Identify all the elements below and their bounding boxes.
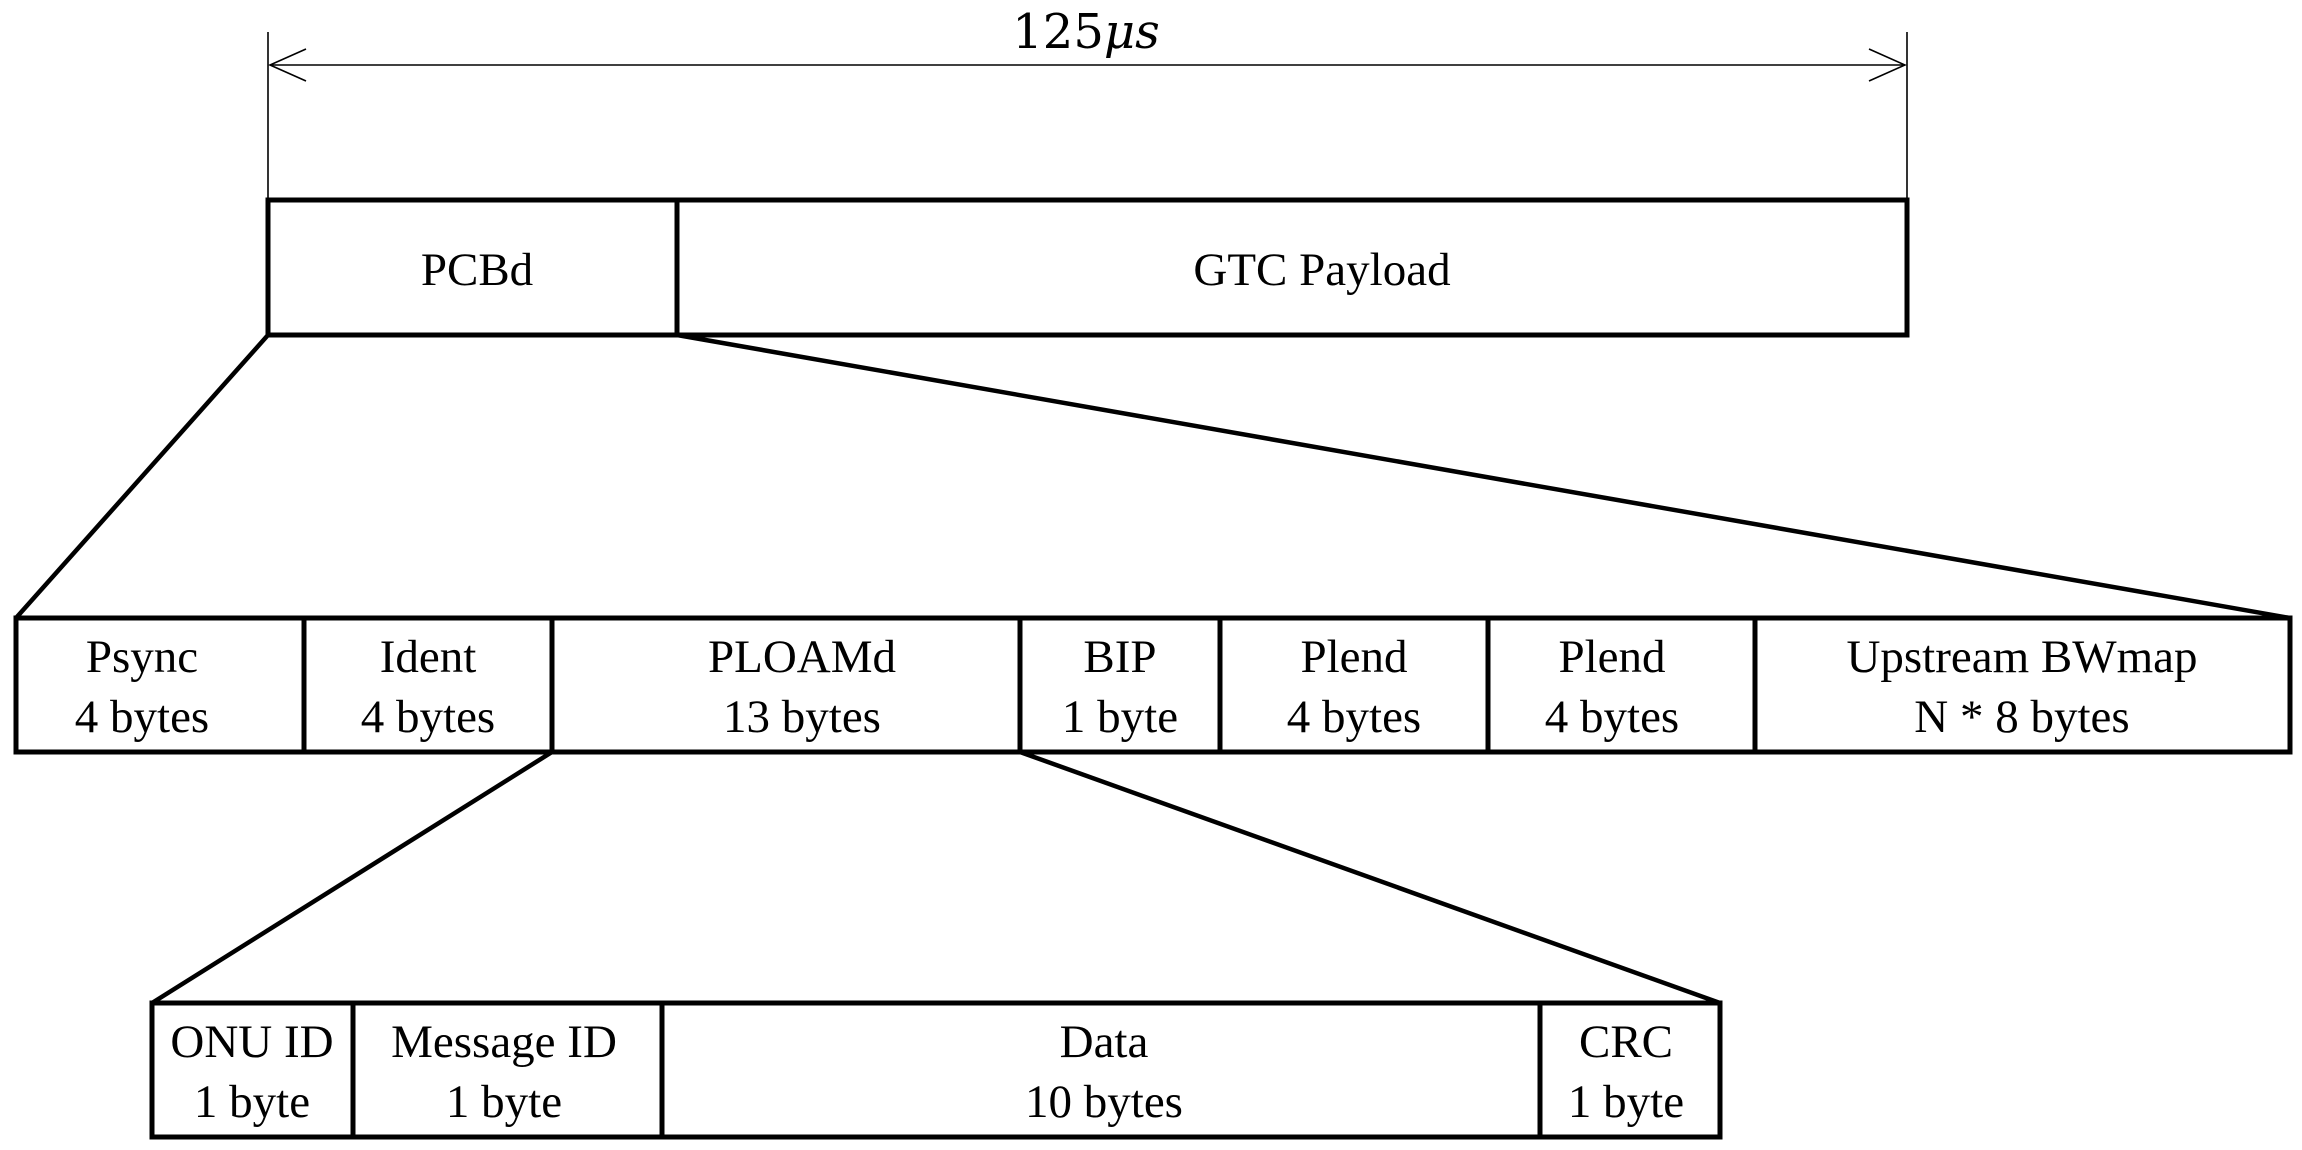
zoom-connectors bbox=[14, 332, 2291, 1006]
ploamd-field-onu-id-name: ONU ID bbox=[170, 1016, 333, 1068]
pcbd-zoom-right-line bbox=[676, 332, 2291, 621]
duration-marker: 125μs bbox=[267, 4, 1908, 202]
pcbd-field-plend-2-size: 4 bytes bbox=[1545, 691, 1679, 743]
pcbd-field-plend-2-name: Plend bbox=[1558, 631, 1665, 683]
pcbd-field-bip-size: 1 byte bbox=[1062, 691, 1178, 743]
pcbd-row: Psync 4 bytes Ident 4 bytes PLOAMd 13 by… bbox=[13, 615, 2293, 755]
pcbd-zoom-left-line bbox=[14, 333, 270, 620]
ploamd-field-crc-size: 1 byte bbox=[1568, 1076, 1684, 1128]
gtc-frame-row: PCBd GTC Payload bbox=[265, 197, 1910, 338]
ploamd-field-onu-id-size: 1 byte bbox=[194, 1076, 310, 1128]
ploamd-field-data-name: Data bbox=[1060, 1016, 1149, 1068]
pcbd-field-psync-name: Psync bbox=[86, 631, 198, 683]
arrow-right-icon bbox=[1868, 48, 1907, 82]
frame-field-gtc-payload: GTC Payload bbox=[1193, 244, 1450, 296]
frame-field-pcbd: PCBd bbox=[421, 244, 533, 296]
ploamd-zoom-left-line bbox=[150, 750, 554, 1005]
pcbd-field-plend-1-name: Plend bbox=[1300, 631, 1407, 683]
pcbd-field-bip-name: BIP bbox=[1083, 631, 1156, 683]
ploamd-zoom-right-line bbox=[1019, 749, 1721, 1006]
duration-value: 125 bbox=[1012, 4, 1104, 60]
ploamd-box bbox=[149, 1000, 1723, 1140]
pcbd-field-ploamd-size: 13 bytes bbox=[723, 691, 881, 743]
pcbd-field-ident-size: 4 bytes bbox=[361, 691, 495, 743]
ploamd-field-data-size: 10 bytes bbox=[1025, 1076, 1183, 1128]
ploamd-field-crc-name: CRC bbox=[1579, 1016, 1673, 1068]
pcbd-field-upstream-bwmap-name: Upstream BWmap bbox=[1846, 631, 2197, 683]
ploamd-field-message-id-name: Message ID bbox=[391, 1016, 617, 1068]
pcbd-box bbox=[13, 615, 2293, 755]
arrow-left-icon bbox=[268, 48, 307, 82]
ploamd-row: ONU ID 1 byte Message ID 1 byte Data 10 … bbox=[149, 1000, 1723, 1140]
ploamd-field-message-id-size: 1 byte bbox=[446, 1076, 562, 1128]
duration-unit: μs bbox=[1104, 4, 1160, 60]
pcbd-field-psync-size: 4 bytes bbox=[75, 691, 209, 743]
pcbd-field-ident-name: Ident bbox=[380, 631, 477, 683]
gtc-frame-box bbox=[265, 197, 1910, 338]
pcbd-field-ploamd-name: PLOAMd bbox=[708, 631, 896, 683]
duration-label: 125μs bbox=[1012, 4, 1159, 60]
pcbd-field-plend-1-size: 4 bytes bbox=[1287, 691, 1421, 743]
pcbd-field-upstream-bwmap-size: N * 8 bytes bbox=[1914, 691, 2129, 743]
